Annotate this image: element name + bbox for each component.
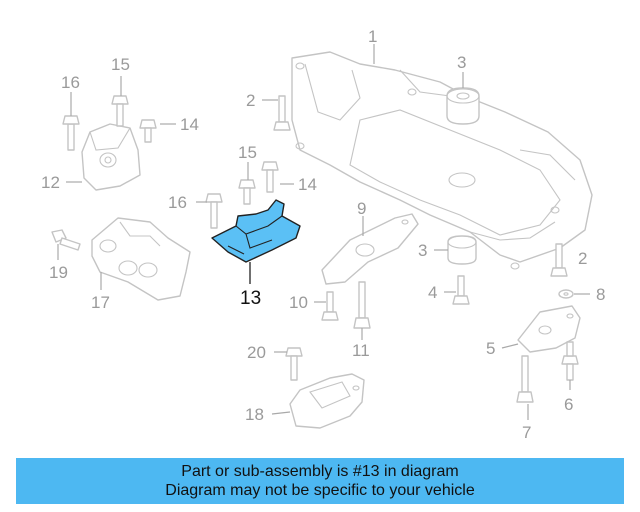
parts-diagram: 1 2 2 3 3 4 5 6 7 8 9 10 11 12 13 14 14 … — [41, 27, 605, 442]
engine-mount-12-part — [81, 123, 141, 191]
callout-5[interactable]: 5 — [486, 339, 495, 358]
callout-4[interactable]: 4 — [428, 283, 437, 302]
bolt-14-top — [139, 119, 157, 143]
callout-16-top[interactable]: 16 — [61, 73, 80, 92]
bolt-19 — [51, 229, 81, 251]
bolt-11 — [353, 281, 371, 329]
bolt-2-top — [273, 95, 291, 131]
callout-12[interactable]: 12 — [41, 173, 60, 192]
callout-2-left[interactable]: 2 — [246, 91, 255, 110]
callout-7[interactable]: 7 — [522, 423, 531, 442]
control-arm-bracket-part — [321, 213, 419, 285]
bolt-15-mid — [238, 179, 256, 205]
mount-18-part — [289, 373, 365, 429]
callout-10[interactable]: 10 — [289, 293, 308, 312]
callout-6[interactable]: 6 — [564, 395, 573, 414]
callout-14-mid[interactable]: 14 — [298, 175, 317, 194]
callout-1[interactable]: 1 — [368, 27, 377, 46]
callout-leaders — [57, 44, 590, 420]
callout-3-mid[interactable]: 3 — [418, 241, 427, 260]
bushing-upper-part — [446, 87, 480, 125]
callout-19[interactable]: 19 — [49, 263, 68, 282]
mount-bracket-17-part — [91, 217, 191, 301]
callout-13[interactable]: 13 — [240, 288, 261, 309]
bolt-16-mid — [205, 193, 223, 229]
callout-3-top[interactable]: 3 — [457, 53, 466, 72]
bolt-6 — [561, 341, 579, 381]
bolt-16-top — [62, 115, 80, 151]
callout-16-mid[interactable]: 16 — [168, 193, 187, 212]
callout-11[interactable]: 11 — [352, 341, 370, 360]
callout-14-top[interactable]: 14 — [180, 115, 199, 134]
bolt-15-top — [111, 95, 129, 127]
callout-17[interactable]: 17 — [91, 293, 110, 312]
bolt-14-mid — [261, 161, 279, 193]
callout-2-right[interactable]: 2 — [578, 249, 587, 268]
info-banner: Part or sub-assembly is #13 in diagram D… — [16, 458, 624, 504]
highlighted-part-13[interactable] — [211, 199, 301, 263]
bolt-4 — [452, 275, 470, 305]
subframe-part — [291, 51, 593, 270]
bushing-lower-part — [447, 235, 477, 265]
bolt-20 — [285, 347, 303, 381]
banner-line-2: Diagram may not be specific to your vehi… — [165, 482, 475, 499]
callout-18[interactable]: 18 — [245, 405, 264, 424]
banner-line-1: Part or sub-assembly is #13 in diagram — [181, 463, 459, 480]
callout-15-mid[interactable]: 15 — [238, 143, 257, 162]
washer-8 — [558, 289, 574, 299]
callout-20[interactable]: 20 — [247, 343, 266, 362]
bolt-7 — [516, 355, 534, 403]
callout-9[interactable]: 9 — [357, 199, 366, 218]
bracket-5-part — [517, 305, 581, 353]
callout-8[interactable]: 8 — [596, 285, 605, 304]
bolt-2-right — [550, 243, 568, 277]
callout-labels: 1 2 2 3 3 4 5 6 7 8 9 10 11 12 13 14 14 … — [41, 27, 605, 442]
callout-15-top[interactable]: 15 — [111, 55, 130, 74]
bolt-10 — [321, 291, 339, 321]
